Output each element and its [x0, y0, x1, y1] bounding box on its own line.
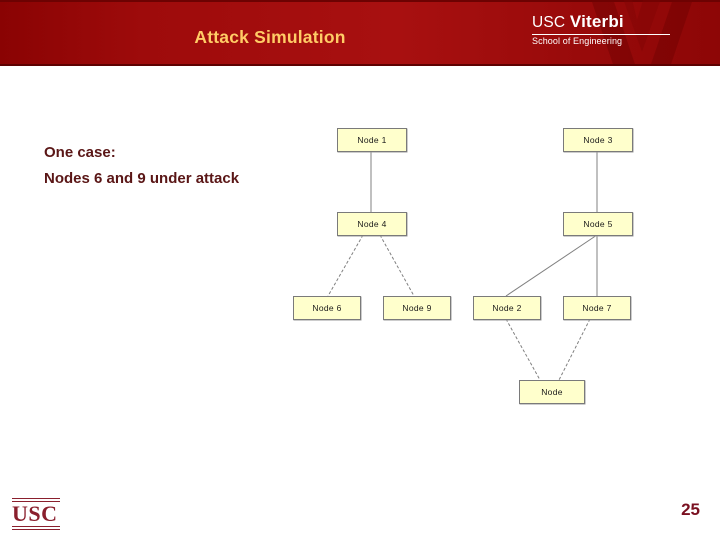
diagram-edge-n5-n2	[505, 234, 598, 297]
diagram-node-n5: Node 5	[563, 212, 633, 236]
diagram-edge-n4-n9	[379, 234, 415, 297]
viterbi-divider	[532, 33, 670, 35]
usc-logo-rule-bottom-outer	[12, 529, 60, 530]
usc-logo-rule-top-inner	[12, 501, 60, 502]
viterbi-wordmark: USC Viterbi	[532, 13, 672, 31]
diagram-edge-n7-n8	[558, 318, 591, 381]
case-description: One case: Nodes 6 and 9 under attack	[44, 140, 239, 192]
diagram-edge-n2-n8	[505, 318, 541, 381]
diagram-node-n8: Node	[519, 380, 585, 404]
diagram-node-n2: Node 2	[473, 296, 541, 320]
diagram-node-n7: Node 7	[563, 296, 631, 320]
header-top-rule	[0, 0, 720, 2]
usc-footer-logo: USC	[12, 498, 60, 530]
diagram-edge-n4-n6	[327, 234, 364, 297]
case-description-line-2: Nodes 6 and 9 under attack	[44, 170, 240, 187]
usc-viterbi-logo: USC Viterbi School of Engineering	[532, 13, 672, 46]
viterbi-v-watermark-icon	[591, 0, 693, 66]
usc-logo-rule-top-outer	[12, 498, 60, 499]
viterbi-name-text: Viterbi	[569, 12, 624, 31]
diagram-node-n4: Node 4	[337, 212, 407, 236]
diagram-node-n6: Node 6	[293, 296, 361, 320]
usc-logo-text: USC	[12, 501, 58, 526]
usc-logo-rule-bottom-inner	[12, 526, 60, 527]
viterbi-usc-text: USC	[532, 14, 566, 31]
diagram-node-n9: Node 9	[383, 296, 451, 320]
case-description-line-1: One case:	[44, 144, 116, 161]
page-number: 25	[681, 500, 700, 519]
slide-header: Attack Simulation USC Viterbi School of …	[0, 0, 720, 66]
diagram-node-n1: Node 1	[337, 128, 407, 152]
header-bottom-rule	[0, 64, 720, 66]
viterbi-subtitle: School of Engineering	[532, 35, 623, 46]
diagram-node-n3: Node 3	[563, 128, 633, 152]
page-title: Attack Simulation	[194, 27, 346, 47]
